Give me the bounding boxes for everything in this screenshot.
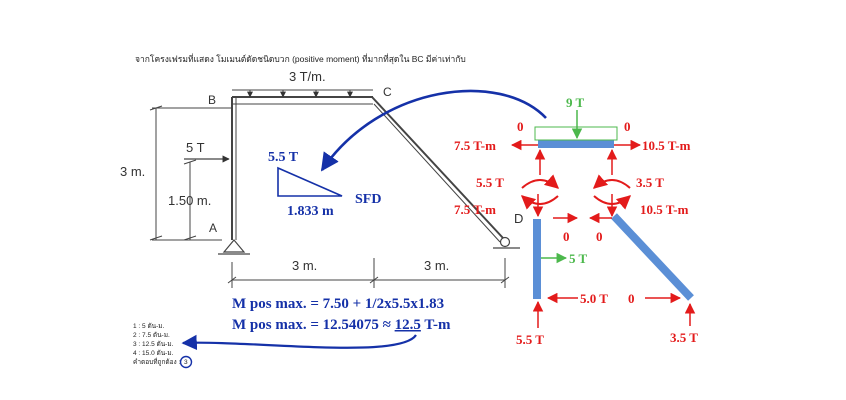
sfd-value: 5.5 T	[268, 150, 299, 165]
bottom-h-label: 5.0 T	[580, 291, 608, 306]
point-load-label: 5 T	[186, 140, 205, 155]
calc-line-1: M pos max. = 7.50 + 1/2x5.5x1.83	[232, 296, 444, 312]
distributed-load	[232, 89, 373, 98]
reaction-left-label: 5.5 T	[516, 332, 544, 347]
zero-top-left: 0	[517, 119, 524, 134]
label-a: A	[209, 221, 217, 235]
blue-curve-arrow-sfd	[320, 89, 547, 172]
question-text: จากโครงเฟรมที่แสดง โมเมนต์ดัดชนิดบวก (po…	[135, 53, 466, 65]
column-load-label: 5 T	[569, 251, 588, 266]
roller-support	[493, 236, 520, 249]
top-load-box	[534, 126, 618, 141]
span-left-label: 3 m.	[292, 258, 317, 273]
bottom-zero-label: 0	[628, 291, 635, 306]
answer-choices: 1 : 5 ตัน-ม. 2 : 7.5 ตัน-ม. 3 : 12.5 ตัน…	[133, 322, 188, 366]
blue-curve-arrow-answer	[181, 334, 417, 351]
load-label: 3 T/m.	[289, 69, 326, 84]
answer-label: คำตอบที่ถูกต้อง :	[133, 357, 181, 366]
reaction-right-label: 3.5 T	[670, 330, 698, 345]
height-half-label: 1.50 m.	[168, 193, 211, 208]
choice-1: 1 : 5 ตัน-ม.	[133, 322, 165, 330]
answer-circle	[179, 355, 193, 369]
height-total-label: 3 m.	[120, 164, 145, 179]
moment-curve-left-upper	[521, 174, 560, 189]
zero-top-right: 0	[624, 119, 631, 134]
pin-support-a	[218, 239, 250, 255]
frame-structure	[231, 96, 504, 243]
inclined-member-fbd	[611, 213, 694, 301]
shear-left-label: 5.5 T	[476, 175, 504, 190]
moment-right-mid: 10.5 T-m	[640, 202, 689, 217]
moment-right-top: 10.5 T-m	[642, 138, 691, 153]
label-c: C	[383, 85, 392, 99]
calc-line-2: M pos max. = 12.54075 ≈ 12.5 T-m	[232, 317, 451, 333]
zero-mid-left: 0	[563, 229, 570, 244]
moment-left-mid: 7.5 T-m	[454, 202, 496, 217]
choice-4: 4 : 15.0 ตัน-ม.	[133, 349, 174, 357]
moment-left-top: 7.5 T-m	[454, 138, 496, 153]
moment-curve-left-lower	[520, 195, 559, 210]
choice-3: 3 : 12.5 ตัน-ม.	[133, 340, 174, 348]
choice-2: 2 : 7.5 ตัน-ม.	[133, 331, 170, 339]
span-right-label: 3 m.	[424, 258, 449, 273]
moment-curve-right-upper	[592, 174, 631, 189]
answer-value: 3	[184, 359, 188, 366]
calc-answer-value: 12.5	[395, 317, 421, 333]
sfd-triangle	[277, 166, 343, 197]
span-dimensions	[227, 258, 510, 288]
sfd-length: 1.833 m	[287, 204, 334, 219]
top-load-label: 9 T	[566, 95, 585, 110]
sfd-label: SFD	[355, 192, 381, 207]
label-b: B	[208, 93, 216, 107]
column-fbd	[533, 219, 541, 299]
shear-right-label: 3.5 T	[636, 175, 664, 190]
top-beam-fbd	[538, 140, 614, 148]
height-dimensions	[149, 105, 232, 241]
label-d: D	[514, 211, 523, 226]
zero-mid-right: 0	[596, 229, 603, 244]
